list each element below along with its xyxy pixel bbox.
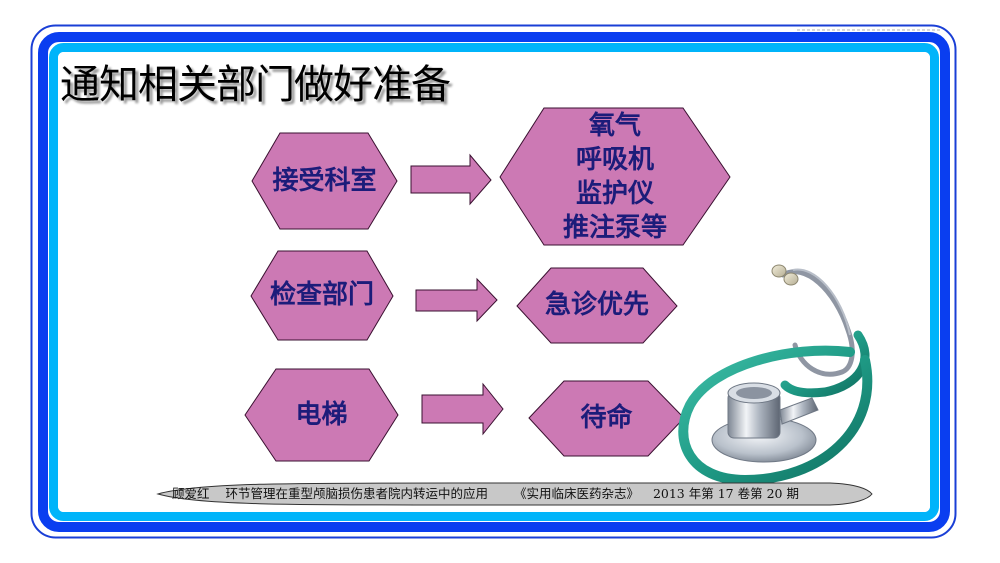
hexagon-target-1-label: 氧气 呼吸机 监护仪 推注泵等 (500, 106, 730, 247)
hexagon-source-1 (251, 132, 398, 230)
footer-journal: 《实用临床医药杂志》 (513, 486, 639, 501)
footer-oval (156, 482, 873, 506)
footer-issue: 2013 年第 17 卷第 20 期 (652, 486, 799, 501)
target-line: 待命 (580, 403, 633, 433)
target-line: 推注泵等 (562, 212, 667, 243)
arrow-2 (415, 277, 498, 323)
hexagon-source-3 (244, 368, 399, 462)
arrow-3 (421, 382, 504, 436)
hexagon-target-2-label: 急诊优先 (517, 268, 677, 343)
hexagon-source-3-label: 电梯 (245, 369, 398, 461)
footer-article-title: 环节管理在重型颅脑损伤患者院内转运中的应用 (225, 486, 488, 501)
target-line: 监护仪 (575, 178, 654, 209)
hexagon-target-2 (516, 267, 678, 344)
hexagon-target-3-label: 待命 (529, 381, 684, 456)
hexagon-target-1 (499, 107, 731, 246)
slide-title: 通知相关部门做好准备 (60, 62, 451, 108)
source-label: 电梯 (295, 399, 348, 430)
target-line: 呼吸机 (575, 144, 654, 175)
hexagon-source-2-label: 检查部门 (251, 251, 393, 340)
arrow-1 (410, 153, 492, 206)
stethoscope-image (678, 264, 873, 486)
hexagon-source-1-label: 接受科室 (252, 133, 397, 229)
target-line: 氧气 (588, 110, 641, 141)
target-line: 急诊优先 (544, 290, 649, 320)
source-label: 检查部门 (269, 280, 374, 310)
source-label: 接受科室 (272, 165, 377, 196)
footer-author: 顾爱红 (172, 486, 210, 501)
footer-citation: 顾爱红 环节管理在重型颅脑损伤患者院内转运中的应用 《实用临床医药杂志》 201… (172, 484, 862, 504)
hexagon-source-2 (250, 250, 394, 341)
